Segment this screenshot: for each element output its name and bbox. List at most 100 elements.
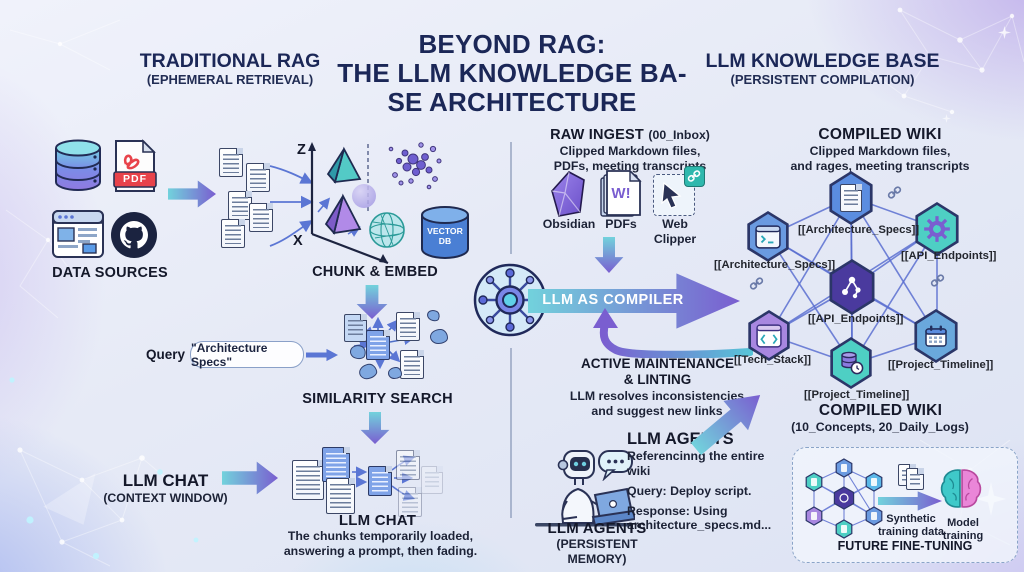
synthetic-data-label: Synthetic training data: [872, 513, 950, 538]
similarity-document: [396, 312, 420, 341]
left-header-title: TRADITIONAL RAG: [139, 50, 321, 72]
purple-pyramid-icon: [324, 193, 362, 235]
obsidian-label: Obsidian: [542, 217, 596, 231]
gear-icon: [924, 216, 950, 242]
query-pill-text: "Architecture Specs": [191, 340, 268, 369]
graph-icon: [842, 276, 861, 299]
pdf-icon-label: PDF: [123, 173, 147, 185]
chain-link-icon: [930, 274, 945, 287]
llm-chat-description: The chunks temporarily loaded, answering…: [278, 529, 483, 558]
llm-chat-desc-line2: answering a prompt, then fading.: [283, 543, 478, 558]
maintenance-description: LLM resolves inconsistencies and suggest…: [567, 389, 747, 418]
web-clipper-icon: [653, 174, 695, 216]
vector-dot-cluster: [388, 142, 442, 190]
github-icon: [111, 212, 157, 258]
synthetic-label-line1: Synthetic: [886, 513, 936, 525]
agents-response-text: Using: [693, 503, 728, 518]
axis-z-label: Z: [297, 142, 307, 158]
compiled-wiki-description: Clipped Markdown files, and rages, meeti…: [786, 144, 974, 173]
chat-document: [292, 460, 324, 500]
wiki-node-label: [[Project_Timeline]]: [888, 359, 994, 371]
chat-center-document: [368, 466, 392, 496]
wiki-node-label: [[API_Endpoints]]: [901, 250, 997, 262]
llm-agents-subtitle: Referencinng the entire wiki: [627, 449, 765, 478]
maintenance-title: ACTIVE MAINTENANCE & LINTING: [570, 356, 745, 387]
webpage-icon: [52, 210, 104, 258]
robot-icon: [535, 450, 635, 527]
main-title-line2: THE LLM KNOWLEDGE BA-: [337, 58, 687, 88]
center-divider-bottom: [510, 348, 512, 518]
chat-fading-document: [421, 466, 443, 494]
similarity-document: [344, 314, 367, 342]
web-clipper-label: Web Clipper: [653, 217, 697, 246]
maintenance-return-arrow: [593, 308, 753, 358]
synthetic-label-line2: training data: [877, 525, 944, 538]
chunk-document: [249, 203, 273, 232]
raw-ingest-description: Clipped Markdown files, PDFs, meeting tr…: [543, 144, 717, 173]
compiled-wiki-bottom-title: COMPILED WIKI: [818, 402, 943, 419]
main-title: BEYOND RAG: THE LLM KNOWLEDGE BA- SE ARC…: [312, 30, 712, 117]
agents-bottom-title: LLM AGENTS: [547, 520, 647, 537]
chunk-document: [221, 219, 245, 248]
vector-db-label: VECTOR DB: [427, 226, 463, 246]
calendar-icon: [925, 325, 947, 347]
model-label-line2: training: [942, 529, 984, 542]
training-docs-icon: [906, 468, 924, 490]
pdf-file-icon: [113, 139, 157, 192]
obsidian-icon: [551, 171, 585, 217]
left-column-header: TRADITIONAL RAG (EPHEMERAL RETRIEVAL): [95, 50, 365, 87]
right-header-subtitle: (PERSISTENT COMPILATION): [730, 72, 915, 87]
maintenance-title-line2: & LINTING: [623, 371, 692, 387]
teal-pyramid-icon: [326, 146, 362, 184]
query-pill: "Architecture Specs": [190, 340, 304, 369]
maintenance-desc-line1: LLM resolves inconsistencies: [569, 389, 745, 403]
agents-response-label: Response:: [627, 503, 690, 518]
raw-ingest-tag: (00_Inbox): [648, 128, 710, 142]
main-title-line1: BEYOND RAG:: [418, 29, 606, 59]
code-window-icon: [756, 323, 782, 348]
similarity-document: [400, 350, 424, 379]
chain-link-icon: [887, 186, 902, 199]
similarity-chunk-blob: [430, 329, 448, 344]
chunk-document: [246, 163, 270, 192]
llm-chat-label: LLM CHAT: [338, 512, 417, 529]
embedding-sphere: [352, 184, 376, 208]
chunk-document: [219, 148, 243, 177]
axis-x-label: X: [293, 233, 303, 249]
left-header-subtitle: (EPHEMERAL RETRIEVAL): [146, 72, 314, 87]
chain-link-icon: [749, 277, 764, 290]
brain-icon: [940, 469, 982, 508]
chat-document: [326, 478, 355, 514]
llm-compiler-label: LLM AS COMPILER: [542, 292, 684, 308]
wiki-node-label: [[Project_Timeline]]: [804, 389, 910, 401]
compiled-wiki-bottom-subtitle: (10_Concepts, 20_Daily_Logs): [791, 420, 969, 434]
pdfs-label: PDFs: [605, 217, 637, 231]
raw-ingest-desc-line1: Clipped Markdown files,: [559, 144, 701, 158]
raw-ingest-title: RAW INGEST: [550, 127, 644, 143]
compiled-wiki-title: COMPILED WIKI: [818, 126, 942, 143]
wireframe-sphere-icon: [369, 212, 405, 248]
agents-query-label: Query:: [627, 484, 667, 498]
data-sources-label: DATA SOURCES: [52, 265, 168, 281]
wiki-node-label: [[Architecture_Specs]]: [714, 259, 836, 271]
database-icon: [55, 139, 101, 191]
raw-ingest-header: RAW INGEST (00_Inbox): [540, 126, 720, 144]
future-fine-tuning-title: FUTURE FINE-TUNING: [837, 539, 973, 553]
wiki-node-label: [[Tech_Stack]]: [734, 354, 812, 366]
agents-bottom-subtitle: (PERSISTENT MEMORY): [556, 537, 638, 566]
wiki-desc-line2: and rages, meeting transcripts: [790, 158, 970, 173]
wiki-node-api-endpoints-graph: [829, 259, 875, 315]
markdown-badge: W!: [611, 185, 631, 202]
context-window-label: LLM CHAT (CONTEXT WINDOW): [93, 471, 238, 506]
web-clipper-link-badge: [684, 166, 705, 187]
terminal-icon: [755, 224, 781, 249]
agents-bottom-label: LLM AGENTS (PERSISTENT MEMORY): [527, 520, 667, 566]
agents-query-text: Deploy script.: [670, 484, 752, 498]
wiki-node-label: [[API_Endpoints]]: [808, 313, 904, 325]
vector-db-icon: [421, 206, 469, 259]
wiki-desc-line1: Clipped Markdown files,: [809, 144, 951, 158]
similarity-center-document: [366, 330, 390, 360]
context-window-title: LLM CHAT: [122, 471, 209, 490]
center-divider-top: [510, 142, 512, 254]
